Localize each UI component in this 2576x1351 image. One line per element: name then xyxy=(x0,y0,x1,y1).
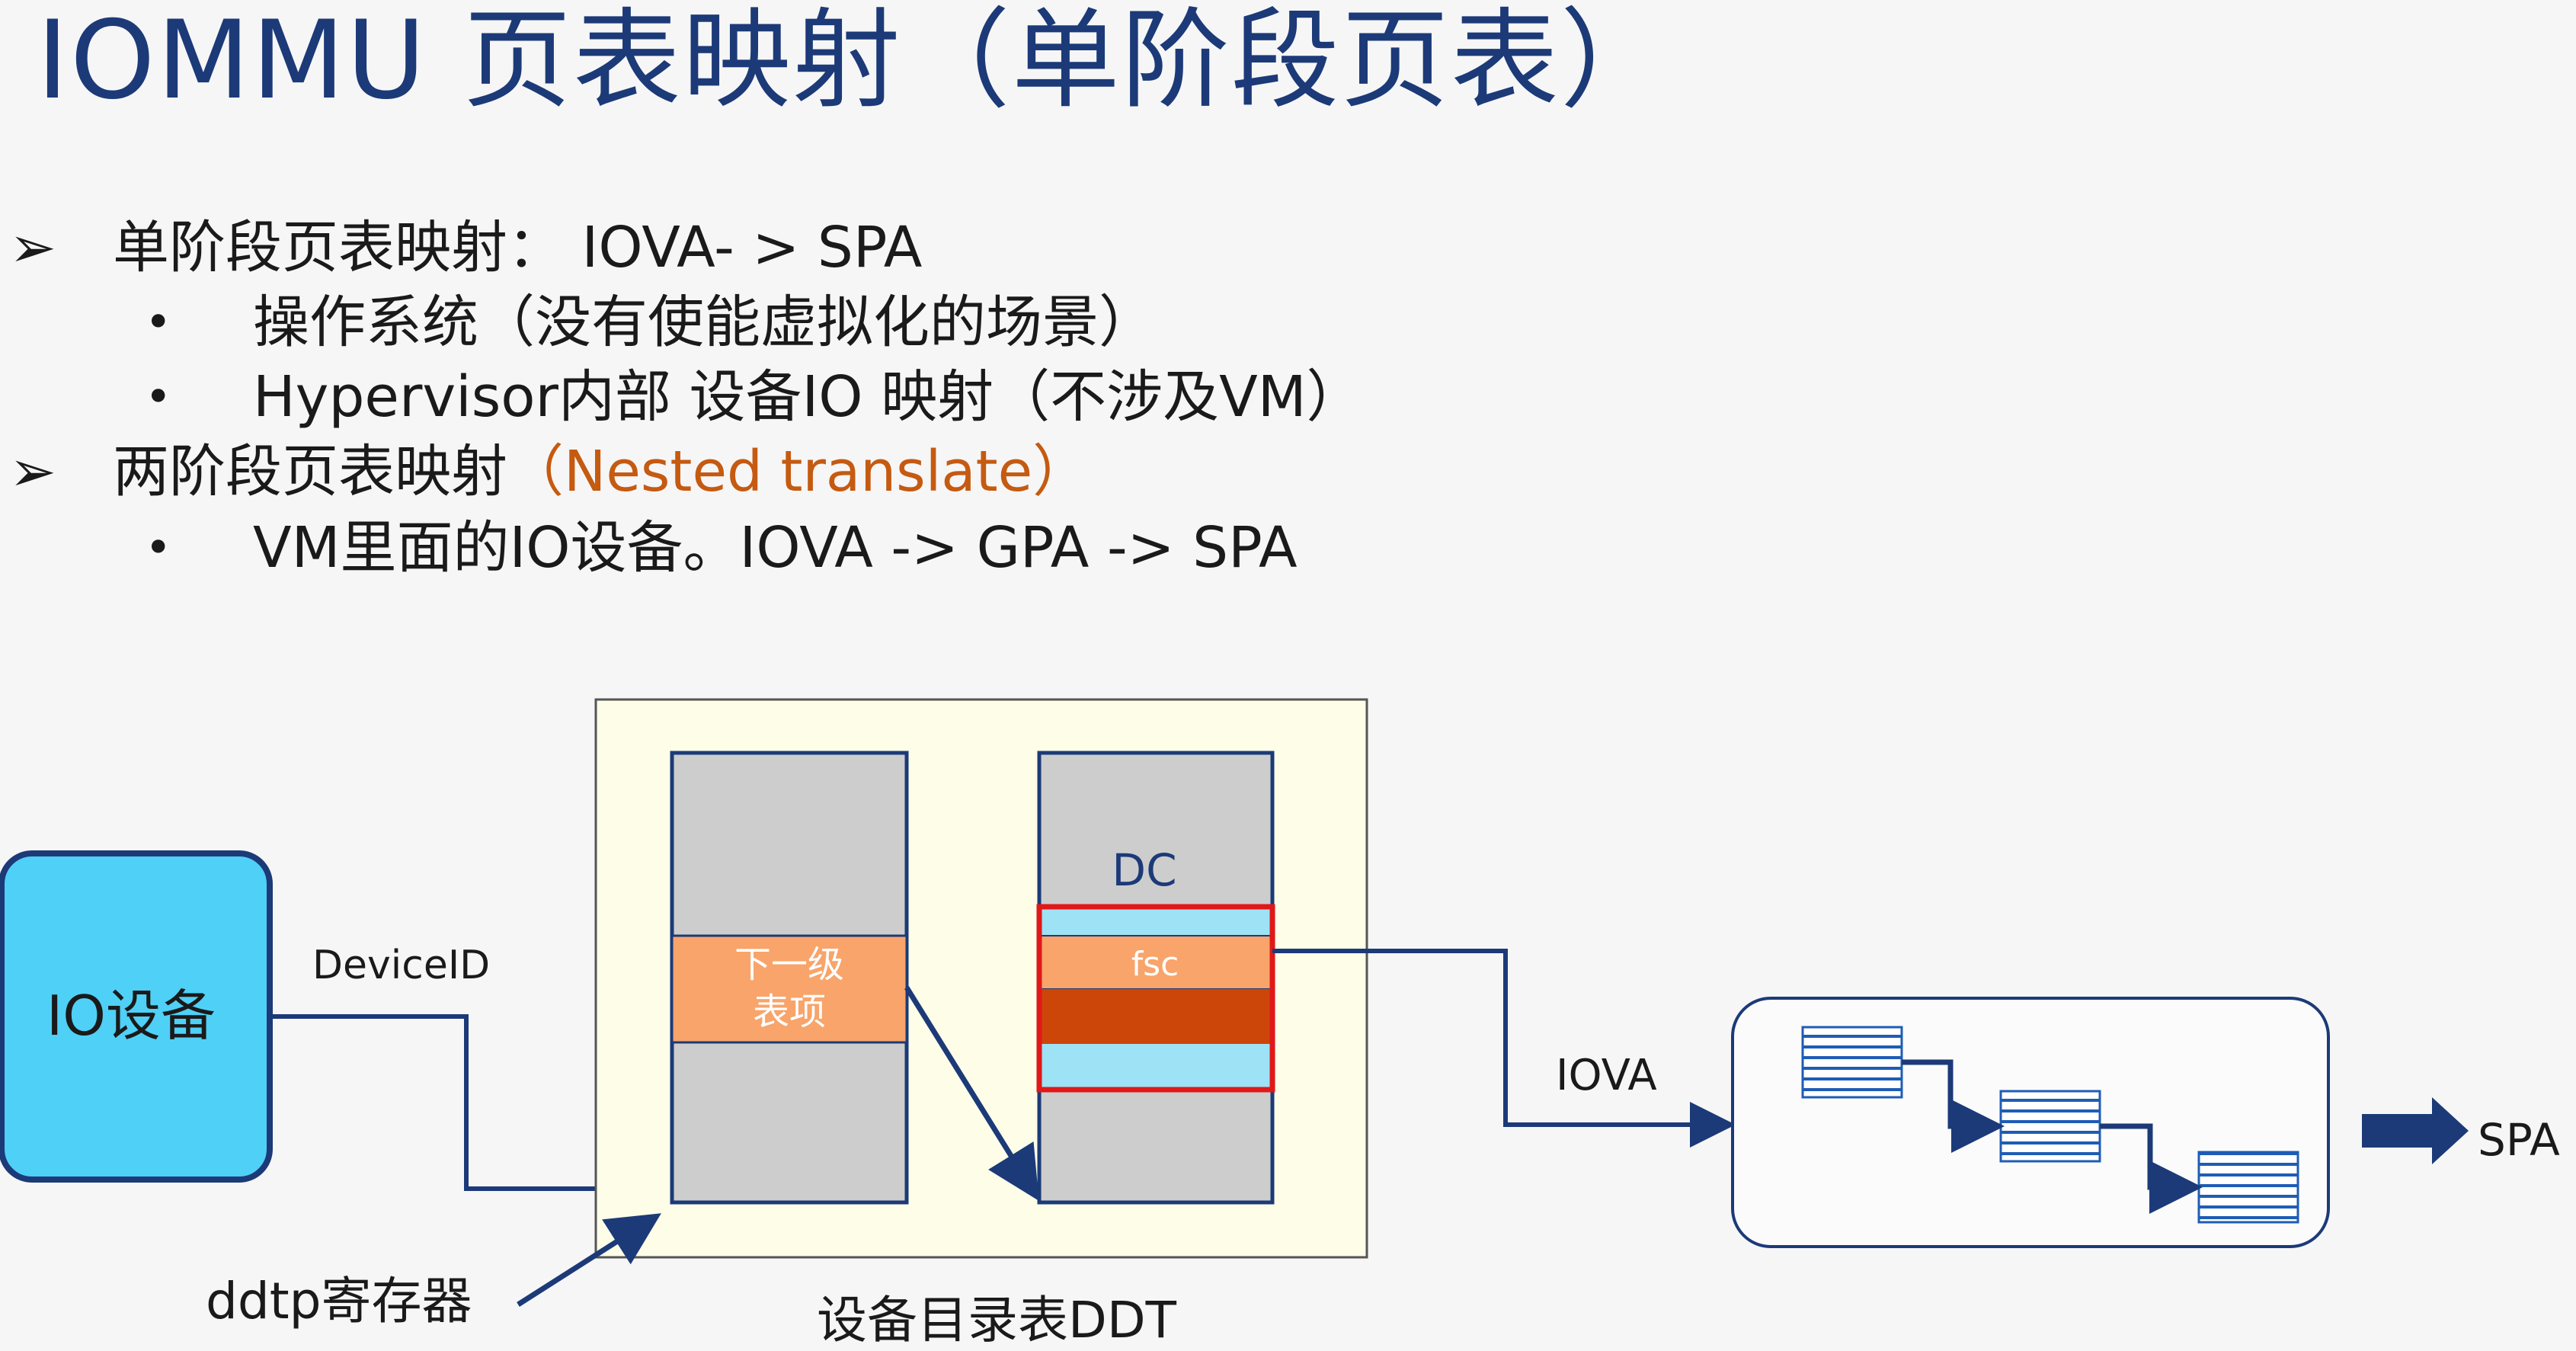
walk-connector-2 xyxy=(2100,1123,2203,1214)
spa-label: SPA xyxy=(2478,1114,2560,1166)
bullet-4-text: 两阶段页表映射（Nested translate） xyxy=(113,437,1089,506)
bullet-3-text: Hypervisor内部 设备IO 映射（不涉及VM） xyxy=(253,364,1363,430)
arrow-bullet-icon: ➢ xyxy=(9,215,57,280)
next-level-pointer xyxy=(904,986,1039,1201)
device-id-connector xyxy=(270,1014,661,1212)
dot-bullet-icon: • xyxy=(145,521,172,575)
leaf-ddt-table: DC fsc xyxy=(1036,751,1275,1205)
page-title: IOMMU 页表映射（单阶段页表） xyxy=(37,0,1670,123)
io-device-label: IO设备 xyxy=(46,984,216,1048)
spa-arrow-icon xyxy=(2362,1097,2469,1164)
ddtp-pointer xyxy=(517,1213,661,1307)
bullet-5-text: VM里面的IO设备。IOVA -> GPA -> SPA xyxy=(253,515,1298,581)
dot-bullet-icon: • xyxy=(145,296,172,349)
upper-level-table: 下一级 表项 xyxy=(670,751,909,1205)
bullet-2-text: 操作系统（没有使能虚拟化的场景） xyxy=(253,290,1155,355)
fsc-label: fsc xyxy=(1131,945,1179,984)
ddt-label: 设备目录表DDT xyxy=(817,1291,1177,1349)
bullet-1-text: 单阶段页表映射： IOVA- > SPA xyxy=(113,215,923,280)
page-table-box xyxy=(1731,997,2330,1248)
arrow-bullet-icon: ➢ xyxy=(9,439,57,504)
page-table-level-3 xyxy=(2197,1151,2299,1224)
next-level-entry-line1: 下一级 xyxy=(734,943,844,986)
page-table-level-2 xyxy=(1999,1090,2101,1163)
dot-bullet-icon: • xyxy=(145,370,172,424)
dc-label: DC xyxy=(1112,844,1176,896)
bullet-4-accent: （Nested translate） xyxy=(507,439,1090,504)
device-id-label: DeviceID xyxy=(312,943,490,988)
walk-connector-1 xyxy=(1902,1059,2005,1153)
device-context-highlight xyxy=(1036,904,1275,1093)
page-table-level-1 xyxy=(1801,1026,1903,1099)
fsc-connector xyxy=(1272,949,1736,1148)
bullet-4-main: 两阶段页表映射 xyxy=(113,439,507,504)
ddtp-register-label: ddtp寄存器 xyxy=(206,1272,472,1330)
next-level-entry-line2: 表项 xyxy=(753,991,826,1033)
iova-label: IOVA xyxy=(1556,1051,1657,1100)
io-device-box: IO设备 xyxy=(0,850,273,1183)
